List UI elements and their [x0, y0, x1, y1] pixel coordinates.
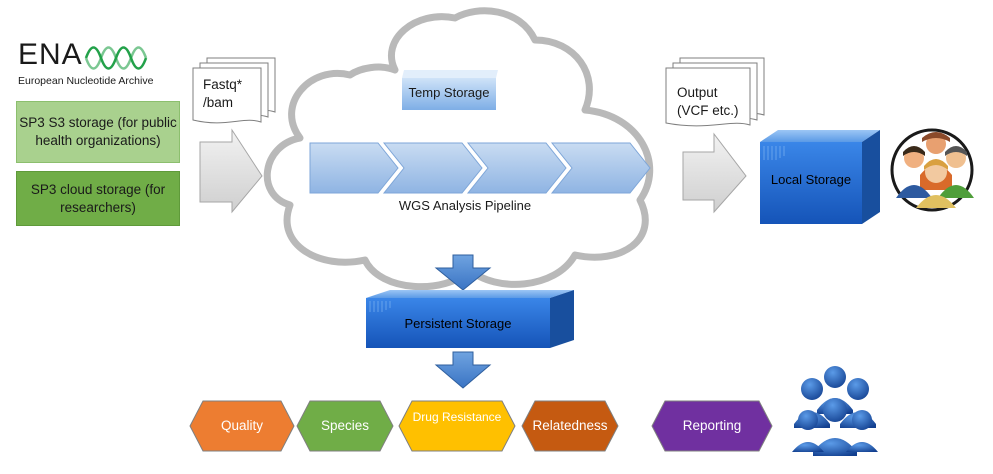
- module-hex-reporting: [651, 400, 773, 452]
- researcher-storage-box: SP3 cloud storage (for researchers): [16, 171, 180, 226]
- input-doc-line-2: /bam: [203, 94, 234, 110]
- ena-logo-title: ENA: [18, 38, 83, 71]
- persistent-storage-label: Persistent Storage: [404, 316, 512, 331]
- module-hex-species: [296, 400, 394, 452]
- down-arrow-2: [434, 351, 492, 389]
- module-hex-drug-resistance: [398, 400, 516, 452]
- module-label-drug-resistance: Drug Resistance: [412, 410, 502, 424]
- local-storage-box: [760, 130, 880, 224]
- pipeline-chevrons: [309, 142, 651, 194]
- module-label-relatedness: Relatedness: [532, 418, 608, 433]
- pipeline-label: WGS Analysis Pipeline: [398, 198, 532, 213]
- analysis-modules: [189, 400, 773, 452]
- people-group-icon: [792, 366, 878, 456]
- public-storage-box: SP3 S3 storage (for public health organi…: [16, 101, 180, 163]
- module-hex-relatedness: [521, 400, 619, 452]
- input-doc-line-1: Fastq*: [203, 77, 243, 92]
- ena-logo-subtitle: European Nucleotide Archive: [18, 75, 154, 87]
- output-doc-line-2: (VCF etc.): [677, 102, 739, 118]
- persistent-storage-box: [366, 290, 574, 348]
- input-arrow: [199, 128, 263, 214]
- module-label-quality: Quality: [220, 418, 264, 433]
- temp-storage-box: [402, 70, 498, 110]
- public-storage-label: SP3 S3 storage (for public health organi…: [19, 115, 177, 148]
- local-storage-label: Local Storage: [770, 172, 852, 187]
- down-arrow-1: [434, 254, 492, 291]
- ena-logo-wave: [84, 46, 148, 70]
- module-label-reporting: Reporting: [682, 418, 742, 433]
- users-group-icon: [890, 128, 974, 212]
- temp-storage-label: Temp Storage: [408, 85, 490, 100]
- input-documents: [192, 57, 276, 124]
- output-doc-line-1: Output: [677, 85, 718, 100]
- researcher-storage-label: SP3 cloud storage (for researchers): [30, 181, 166, 215]
- output-documents: [665, 57, 765, 127]
- module-hex-quality: [189, 400, 295, 452]
- module-label-species: Species: [320, 418, 370, 433]
- output-arrow: [682, 132, 747, 214]
- input-doc-label: Fastq* /bam: [203, 76, 242, 111]
- output-doc-label: Output (VCF etc.): [677, 84, 739, 119]
